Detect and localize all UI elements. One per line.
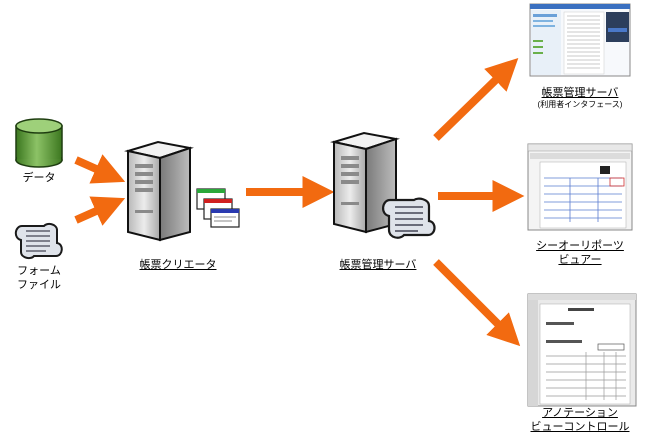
form-server-label: 帳票管理サーバ: [339, 259, 417, 271]
form-creator-server-icon: [124, 140, 194, 242]
document-scroll-icon: [382, 197, 436, 239]
form-file-scroll-icon: [14, 222, 63, 260]
arrow-form-to-creator: [74, 196, 126, 226]
form-creator-label: 帳票クリエータ: [139, 259, 217, 271]
form-file-label-line2: ファイル: [17, 279, 61, 291]
database-icon: [15, 118, 63, 168]
viewer-label-line1: シーオーリポーツ: [536, 240, 624, 252]
data-label: データ: [22, 172, 56, 184]
arrow-server-to-user-interface: [433, 57, 519, 141]
top-server-label: 帳票管理サーバ: [541, 87, 619, 99]
annotation-control-screenshot: [527, 293, 637, 407]
annotation-label-line2: ビューコントロール: [530, 421, 630, 433]
user-interface-screenshot: [529, 3, 631, 77]
form-file-label-line1: フォーム: [17, 265, 61, 277]
form-management-server-icon: [330, 131, 400, 234]
arrow-data-to-creator: [74, 154, 126, 184]
annotation-label-line1: アノテーション: [542, 407, 618, 419]
top-server-sublabel: (利用者インタフェース): [537, 100, 623, 109]
viewer-label-line2: ビュアー: [558, 254, 602, 266]
viewer-screenshot: [527, 143, 633, 231]
arrow-server-to-annotation: [433, 259, 521, 347]
application-windows-icon: [196, 188, 240, 228]
